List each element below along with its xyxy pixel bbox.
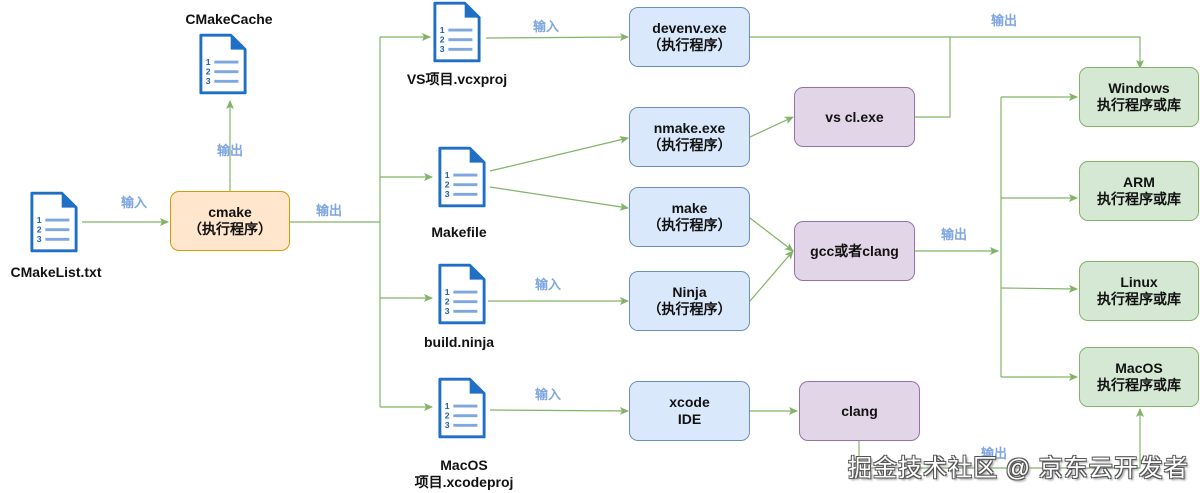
edge-vcxproj-devenv (485, 33, 629, 42)
ninja-node[interactable]: Ninja （执行程序） (629, 271, 750, 331)
vs-cl-title: vs cl.exe (825, 108, 884, 125)
edge-xcodeproj-xcode (489, 406, 629, 415)
watermark: 掘金技术社区 @ 京东云开发者 (848, 455, 1189, 482)
cmakecache-document-icon[interactable] (198, 32, 248, 96)
edge-nmake-vscl (749, 116, 794, 138)
windows-target-node[interactable]: Windows 执行程序或库 (1079, 67, 1199, 127)
xcodeproj-label-line2: 项目.xcodeproj (414, 474, 514, 490)
cmake-subtitle: （执行程序） (188, 221, 272, 237)
arm-title: ARM (1123, 174, 1155, 190)
devenv-title: devenv.exe (652, 20, 727, 36)
edge-makefile-nmake (489, 135, 629, 172)
edge-bus-linux (1000, 284, 1078, 293)
build-ninja-label: build.ninja (424, 334, 494, 350)
vcxproj-document-icon[interactable] (432, 0, 482, 64)
make-title: make (671, 200, 708, 216)
edge-label-output-gcc: 输出 (940, 227, 968, 242)
gcc-clang-title: gcc或者clang (810, 242, 899, 259)
vcxproj-label: VS项目.vcxproj (406, 71, 508, 87)
edge-label-output-cmake: 输出 (315, 203, 343, 218)
edge-label-output-clang: 输出 (980, 446, 1008, 461)
edge-label-input-xcode: 输入 (534, 387, 562, 402)
devenv-subtitle: （执行程序） (647, 37, 732, 53)
windows-subtitle: 执行程序或库 (1097, 97, 1181, 113)
edge-clang-macos (858, 408, 1144, 469)
cmakelist-label: CMakeList.txt (10, 264, 102, 280)
makefile-label: Makefile (431, 224, 487, 240)
xcode-node[interactable]: xcode IDE (629, 381, 750, 441)
linux-subtitle: 执行程序或库 (1097, 291, 1181, 307)
edge-vscl-join (915, 37, 951, 118)
xcode-subtitle: IDE (677, 411, 702, 427)
ninja-title: Ninja (672, 284, 707, 300)
cmake-node[interactable]: cmake （执行程序） (170, 191, 290, 251)
edge-label-input-devenv: 输入 (532, 19, 560, 34)
make-subtitle: （执行程序） (647, 217, 732, 233)
edge-label-input-ninja: 输入 (534, 277, 562, 292)
edge-make-gcc (749, 217, 794, 252)
edge-label-output-cache: 输出 (216, 143, 244, 158)
windows-title: Windows (1108, 80, 1170, 96)
macos-subtitle: 执行程序或库 (1097, 377, 1181, 393)
cmakecache-label: CMakeCache (185, 11, 273, 27)
nmake-node[interactable]: nmake.exe （执行程序） (629, 107, 750, 167)
edge-label-output-windows: 输出 (990, 13, 1018, 28)
xcodeproj-label: MacOS 项目.xcodeproj (415, 457, 514, 491)
xcodeproj-label-line1: MacOS (440, 457, 488, 473)
linux-title: Linux (1120, 274, 1158, 290)
xcode-title: xcode (669, 394, 710, 410)
xcodeproj-document-icon[interactable] (437, 376, 487, 440)
gcc-clang-node[interactable]: gcc或者clang (794, 221, 915, 281)
make-node[interactable]: make （执行程序） (629, 187, 750, 247)
build-ninja-document-icon[interactable] (437, 262, 487, 326)
linux-target-node[interactable]: Linux 执行程序或库 (1079, 261, 1199, 321)
cmake-title: cmake (208, 204, 252, 220)
macos-title: MacOS (1115, 360, 1163, 376)
devenv-node[interactable]: devenv.exe （执行程序） (629, 7, 750, 67)
edge-devenv-windows (750, 36, 1144, 69)
arm-subtitle: 执行程序或库 (1097, 191, 1181, 207)
nmake-subtitle: （执行程序） (647, 137, 732, 153)
vs-cl-node[interactable]: vs cl.exe (794, 87, 915, 147)
makefile-document-icon[interactable] (437, 145, 487, 209)
edge-ninja-gcc (749, 250, 794, 302)
arm-target-node[interactable]: ARM 执行程序或库 (1079, 161, 1199, 221)
clang-node[interactable]: clang (799, 381, 920, 441)
nmake-title: nmake.exe (653, 120, 726, 136)
macos-target-node[interactable]: MacOS 执行程序或库 (1079, 347, 1199, 407)
cmakelist-document-icon[interactable] (29, 190, 79, 254)
edge-label-input-cmake: 输入 (120, 195, 148, 210)
edge-makefile-make (489, 186, 629, 211)
ninja-subtitle: （执行程序） (647, 301, 732, 317)
clang-title: clang (841, 402, 878, 419)
